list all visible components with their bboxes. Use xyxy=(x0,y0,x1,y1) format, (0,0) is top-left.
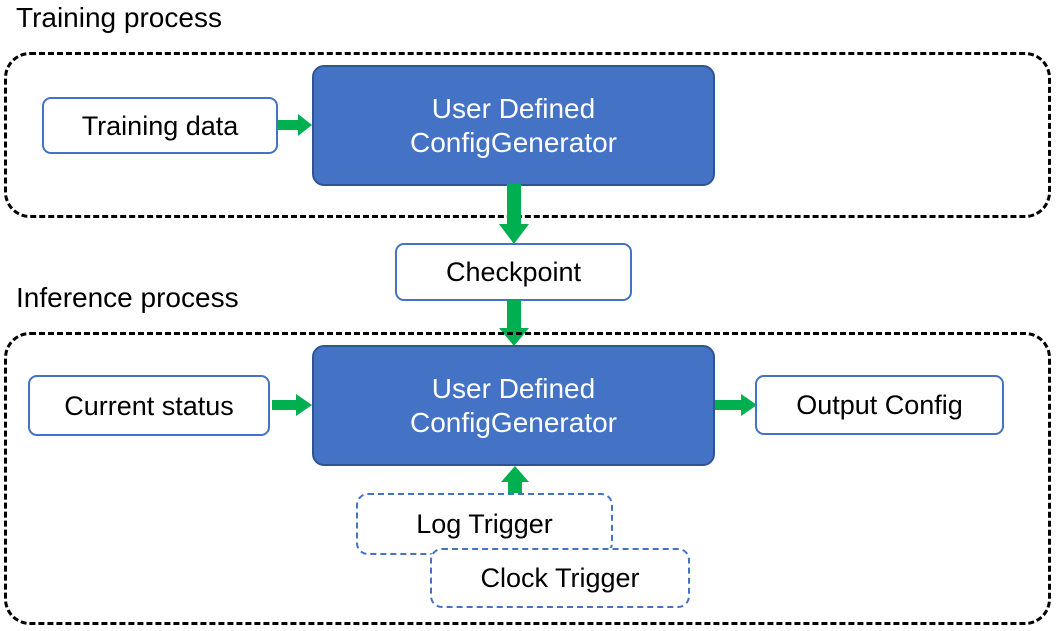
node-output-config[interactable]: Output Config xyxy=(755,375,1004,435)
node-inference-config-generator-line2: ConfigGenerator xyxy=(409,406,617,438)
node-clock-trigger-label: Clock Trigger xyxy=(480,563,640,593)
arrow-training-data-to-generator xyxy=(278,112,314,138)
node-current-status[interactable]: Current status xyxy=(28,375,270,436)
inference-process-title: Inference process xyxy=(16,282,239,313)
node-training-data[interactable]: Training data xyxy=(42,97,278,154)
training-process-container xyxy=(4,52,1051,218)
node-checkpoint[interactable]: Checkpoint xyxy=(395,243,632,301)
node-training-config-generator[interactable]: User Defined ConfigGenerator xyxy=(312,65,715,186)
node-inference-config-generator[interactable]: User Defined ConfigGenerator xyxy=(312,345,715,466)
node-log-trigger-label: Log Trigger xyxy=(416,509,553,539)
node-training-config-generator-line1: User Defined xyxy=(431,92,596,124)
training-process-title: Training process xyxy=(16,2,222,33)
node-output-config-label: Output Config xyxy=(796,390,963,420)
arrow-current-status-to-generator xyxy=(272,392,314,418)
node-log-trigger[interactable]: Log Trigger xyxy=(356,493,613,555)
inference-process-container xyxy=(4,332,1051,625)
node-checkpoint-label: Checkpoint xyxy=(445,257,582,287)
node-clock-trigger[interactable]: Clock Trigger xyxy=(430,548,690,608)
node-training-data-label: Training data xyxy=(81,110,239,141)
arrow-generator-to-output-config xyxy=(715,392,759,418)
node-training-config-generator-line2: ConfigGenerator xyxy=(409,126,617,158)
node-inference-config-generator-line1: User Defined xyxy=(431,372,596,404)
arrow-generator-to-checkpoint xyxy=(498,184,530,246)
arrow-triggers-to-generator xyxy=(500,466,530,500)
node-current-status-label: Current status xyxy=(64,390,234,421)
